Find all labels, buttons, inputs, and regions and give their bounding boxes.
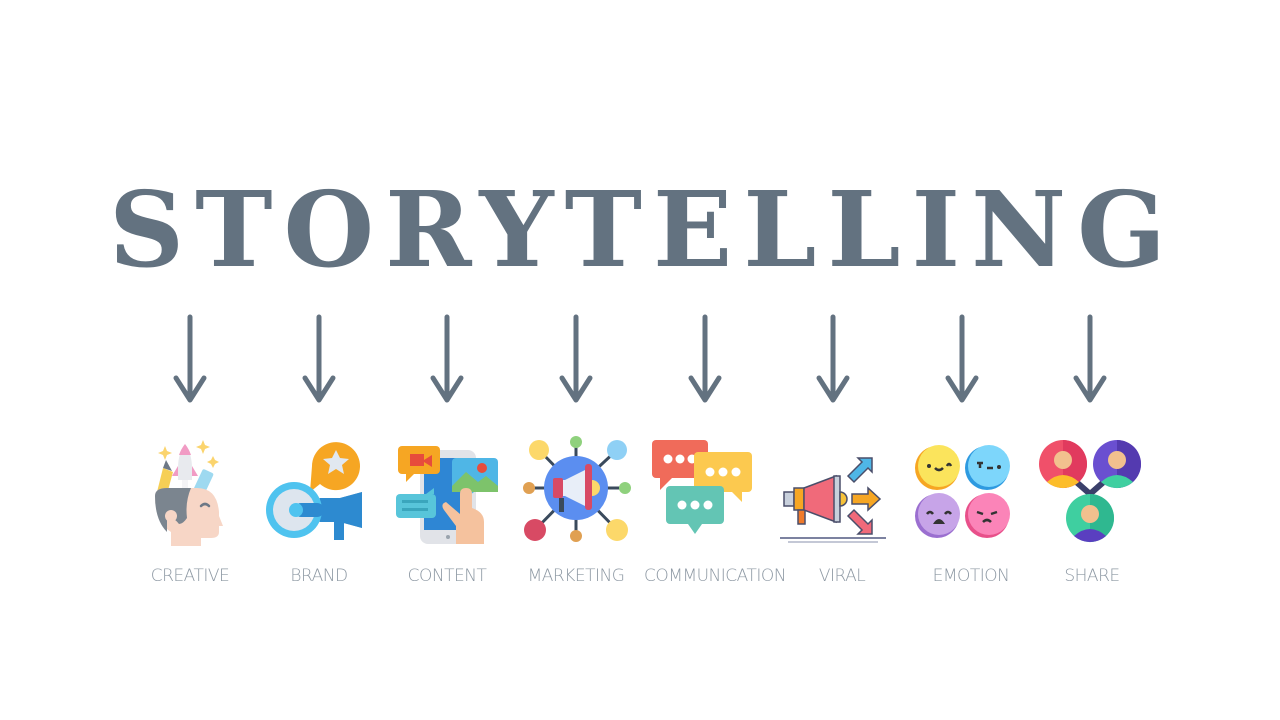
down-arrow-icon (816, 314, 850, 403)
item-marketing (506, 436, 646, 546)
down-arrow-icon (302, 314, 336, 403)
communication-chat-bubbles-icon (652, 440, 752, 534)
item-communication (635, 436, 775, 546)
label-emotion: EMOTION (932, 566, 1010, 586)
label-share: SHARE (1064, 566, 1120, 586)
item-emotion (892, 436, 1032, 546)
item-content (377, 436, 517, 546)
down-arrow-icon (945, 314, 979, 403)
down-arrow-icon (559, 314, 593, 403)
content-phone-media-icon (396, 446, 498, 544)
down-arrow-icon (173, 314, 207, 403)
label-communication: COMMUNICATION (644, 566, 786, 586)
down-arrow-icon (1073, 314, 1107, 403)
item-creative (120, 436, 260, 546)
down-arrow-icon (430, 314, 464, 403)
item-viral (763, 436, 903, 546)
creative-head-icon (155, 440, 223, 546)
emotion-faces-icon (915, 445, 1010, 538)
page-title: STORYTELLING (109, 168, 1177, 291)
item-share (1020, 436, 1160, 546)
label-content: CONTENT (407, 566, 487, 586)
label-viral: VIRAL (818, 566, 866, 586)
share-people-network-icon (1039, 440, 1141, 543)
viral-megaphone-arrows-icon (780, 457, 886, 543)
label-marketing: MARKETING (527, 566, 625, 586)
down-arrow-icon (688, 314, 722, 403)
marketing-network-megaphone-icon (523, 436, 631, 542)
brand-megaphone-star-icon (266, 442, 362, 540)
label-brand: BRAND (290, 566, 348, 586)
item-brand (249, 436, 389, 546)
label-creative: CREATIVE (150, 566, 230, 586)
